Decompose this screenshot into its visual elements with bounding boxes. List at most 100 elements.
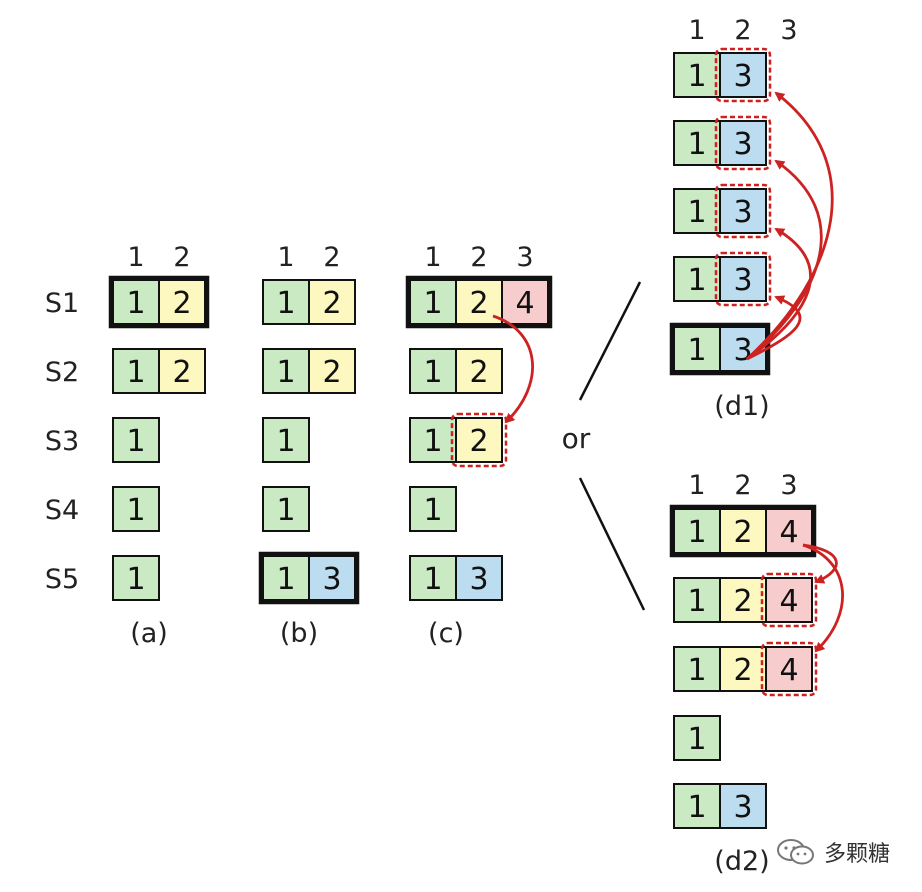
log-entry-term: 1 — [276, 286, 295, 321]
log-entry-term: 1 — [687, 790, 706, 825]
index-header: 1 — [688, 470, 705, 501]
log-entry — [112, 417, 160, 463]
panel-caption: (c) — [428, 618, 464, 649]
log-entry — [673, 715, 721, 761]
log-entry-term: 2 — [733, 515, 752, 550]
replicated-entry-highlight — [714, 251, 772, 307]
leader-outline — [669, 504, 817, 558]
divider-line-upper — [578, 281, 642, 401]
log-entry — [112, 486, 160, 532]
log-entry-term: 4 — [779, 584, 798, 619]
log-entry-term: 2 — [172, 286, 191, 321]
log-entry-term: 1 — [687, 653, 706, 688]
replication-arrow — [492, 314, 534, 424]
log-entry — [409, 486, 457, 532]
index-header: 1 — [424, 242, 441, 273]
log-row: 1 — [262, 486, 310, 532]
log-entry — [262, 417, 310, 463]
replication-arrow — [746, 159, 823, 361]
replication-arrow — [802, 543, 844, 653]
leader-outline — [108, 275, 210, 329]
leader-outline — [405, 275, 553, 329]
log-entry — [719, 256, 767, 302]
log-entry — [409, 417, 457, 463]
log-entry — [262, 486, 310, 532]
log-entry-term: 3 — [733, 59, 752, 94]
log-entry — [262, 279, 310, 325]
log-row: 1 — [112, 555, 160, 601]
replicated-entry-highlight — [760, 572, 818, 628]
or-label: or — [562, 422, 591, 455]
log-entry-term: 1 — [423, 286, 442, 321]
log-entry — [673, 646, 721, 692]
log-entry-term: 3 — [733, 263, 752, 298]
log-row: 1 — [673, 715, 721, 761]
index-header: 2 — [734, 470, 751, 501]
index-header: 2 — [173, 242, 190, 273]
watermark-text: 多颗糖 — [824, 842, 891, 867]
log-entry — [455, 348, 503, 394]
index-header: 1 — [277, 242, 294, 273]
server-label-s1: S1 — [45, 288, 79, 319]
log-entry-term: 3 — [733, 790, 752, 825]
log-entry-term: 1 — [126, 286, 145, 321]
panel-caption: (d2) — [714, 846, 769, 877]
log-entry — [158, 348, 206, 394]
index-header: 1 — [127, 242, 144, 273]
log-entry-term: 1 — [126, 424, 145, 459]
log-entry-term: 1 — [276, 424, 295, 459]
log-entry-term: 1 — [687, 584, 706, 619]
log-entry — [719, 52, 767, 98]
index-header: 2 — [323, 242, 340, 273]
log-entry-term: 4 — [515, 286, 534, 321]
log-entry-term: 2 — [322, 355, 341, 390]
index-header: 2 — [734, 15, 751, 46]
log-entry — [719, 577, 767, 623]
log-entry-term: 3 — [733, 333, 752, 368]
replication-arrow — [802, 543, 838, 584]
log-entry-term: 1 — [687, 515, 706, 550]
log-entry-term: 3 — [322, 562, 341, 597]
log-entry-term: 2 — [733, 584, 752, 619]
log-entry — [409, 348, 457, 394]
panel-caption: (a) — [130, 618, 168, 649]
log-entry — [673, 783, 721, 829]
replicated-entry-highlight — [450, 412, 508, 468]
log-entry — [455, 417, 503, 463]
log-entry-term: 4 — [779, 653, 798, 688]
log-entry — [112, 555, 160, 601]
log-entry-term: 1 — [423, 562, 442, 597]
log-row: 1 — [262, 417, 310, 463]
replication-arrow — [746, 227, 812, 361]
log-entry-term: 1 — [126, 562, 145, 597]
server-label-s5: S5 — [45, 564, 79, 595]
log-entry-term: 1 — [276, 355, 295, 390]
replication-arrow — [746, 295, 802, 361]
log-entry-term: 1 — [276, 562, 295, 597]
replicated-entry-highlight — [714, 115, 772, 171]
log-entry — [719, 120, 767, 166]
log-entry-term: 1 — [423, 355, 442, 390]
index-header: 3 — [780, 470, 797, 501]
log-entry-term: 2 — [469, 286, 488, 321]
log-entry — [409, 555, 457, 601]
log-entry-term: 1 — [687, 127, 706, 162]
log-entry — [455, 555, 503, 601]
log-entry — [765, 646, 813, 692]
log-entry-term: 2 — [172, 355, 191, 390]
